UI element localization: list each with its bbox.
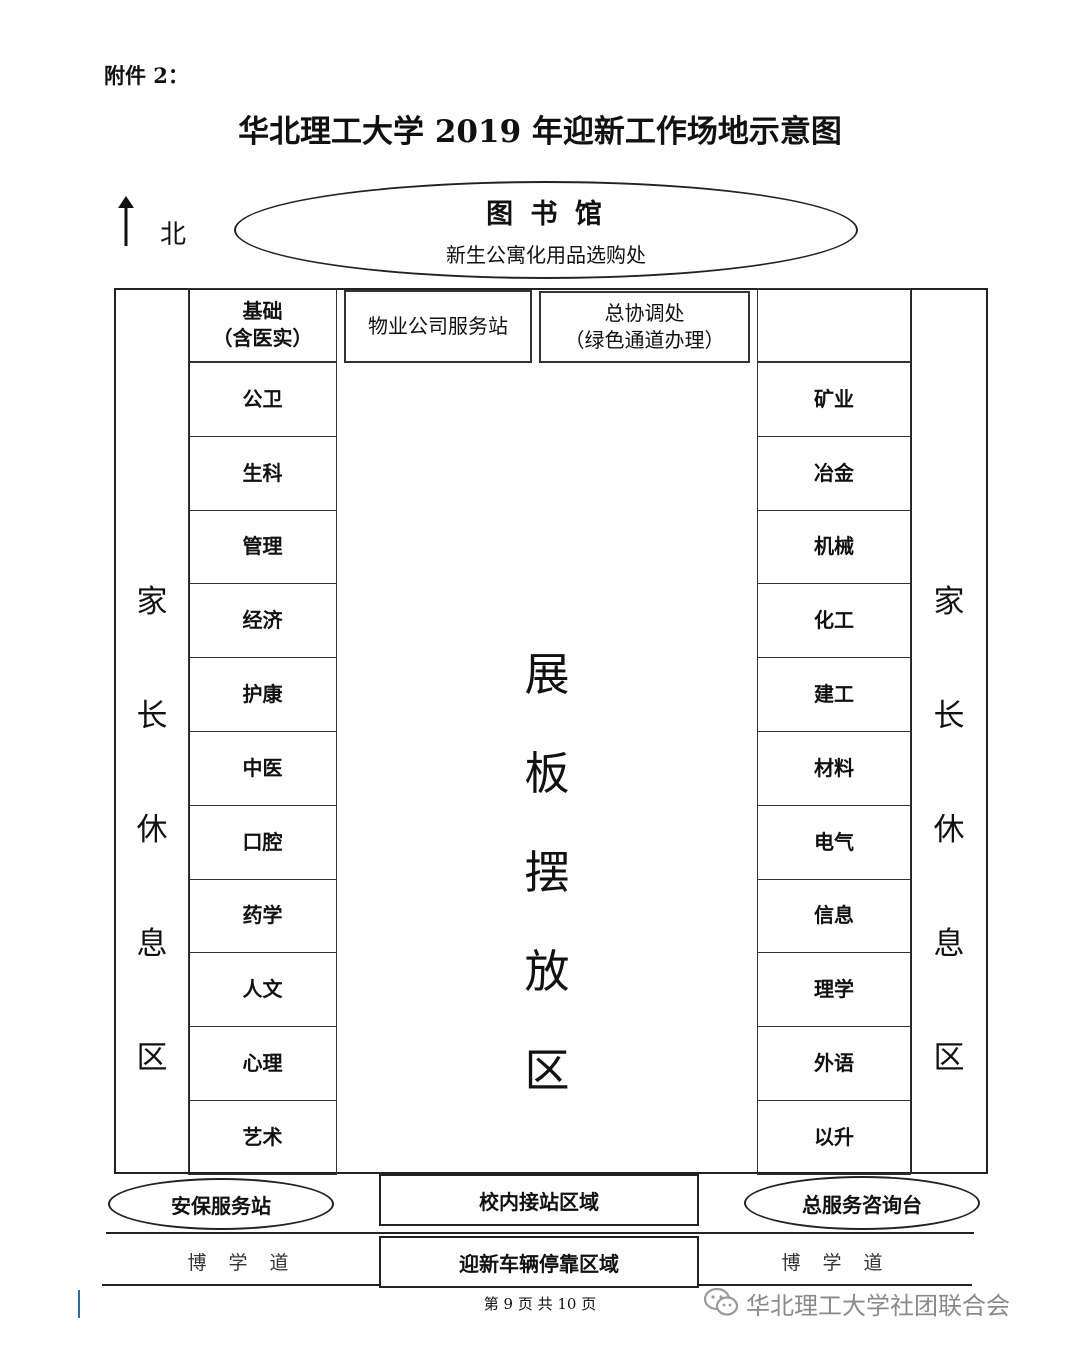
parent-rest-area-right xyxy=(910,288,988,1174)
parent-rest-right-char: 家 xyxy=(933,584,965,620)
library-name: 图 书 馆 xyxy=(486,199,606,230)
dept-booth-right-1: 矿业 xyxy=(757,362,911,437)
page-title: 华北理工大学 2019 年迎新工作场地示意图 xyxy=(238,114,842,150)
road-line-top xyxy=(106,1232,974,1234)
dept-booth-left-8: 药学 xyxy=(188,878,337,954)
dept-booth-basic-line2: （含医实） xyxy=(212,326,313,350)
library-area: 图 书 馆 新生公寓化用品选购处 xyxy=(234,181,858,279)
coordination-line1: 总协调处 xyxy=(604,301,685,325)
parent-rest-left-char: 家 xyxy=(136,584,168,620)
dept-booth-left-7: 口腔 xyxy=(188,804,337,880)
dept-booth-left-5: 护康 xyxy=(188,657,337,732)
display-area-char: 放 xyxy=(524,945,570,998)
dept-booth-right-8: 信息 xyxy=(757,878,911,954)
vehicle-parking-area: 迎新车辆停靠区域 xyxy=(379,1236,699,1288)
parent-rest-left-char: 区 xyxy=(136,1040,168,1076)
dept-booth-right-3: 机械 xyxy=(757,509,911,585)
dept-booth-right-7: 电气 xyxy=(757,804,911,880)
dept-booth-left-1: 公卫 xyxy=(188,362,337,437)
watermark-text: 华北理工大学社团联合会 xyxy=(746,1292,1010,1320)
dept-booth-left-3: 管理 xyxy=(188,509,337,585)
parent-rest-right-char: 区 xyxy=(933,1040,965,1076)
dept-booth-basic: 基础 （含医实） xyxy=(188,288,337,362)
dept-booth-right-5: 建工 xyxy=(757,657,911,732)
dept-booth-left-2: 生科 xyxy=(188,435,337,511)
dept-booth-right-blank xyxy=(757,288,911,362)
dept-booth-left-10: 心理 xyxy=(188,1026,337,1101)
north-arrow-icon xyxy=(114,196,138,248)
parent-rest-label-right: 家长休息区 xyxy=(910,576,988,1077)
dept-booth-right-6: 材料 xyxy=(757,731,911,806)
property-service-station: 物业公司服务站 xyxy=(344,290,532,363)
dept-booth-right-9: 理学 xyxy=(757,952,911,1028)
parent-rest-left-char: 长 xyxy=(136,698,168,734)
dept-booth-left-9: 人文 xyxy=(188,952,337,1028)
text-cursor xyxy=(78,1290,80,1318)
dept-booth-right-4: 化工 xyxy=(757,583,911,659)
parent-rest-left-char: 休 xyxy=(136,812,168,848)
dept-booth-right-11: 以升 xyxy=(757,1100,911,1175)
dept-booth-left-11: 艺术 xyxy=(188,1100,337,1175)
road-right-label: 博 学 道 xyxy=(781,1252,891,1274)
dept-booth-left-6: 中医 xyxy=(188,731,337,806)
display-area-char: 板 xyxy=(524,747,570,800)
security-service-station: 安保服务站 xyxy=(108,1178,334,1230)
parent-rest-right-char: 长 xyxy=(933,698,965,734)
coordination-line2: （绿色通道办理） xyxy=(564,328,725,352)
parent-rest-label-left: 家长休息区 xyxy=(114,576,190,1077)
dept-booth-left-4: 经济 xyxy=(188,583,337,659)
display-area-char: 摆 xyxy=(524,846,570,899)
dept-booth-basic-line1: 基础 xyxy=(242,299,283,323)
parent-rest-right-char: 息 xyxy=(933,926,965,962)
attachment-label: 附件 2： xyxy=(104,63,189,88)
display-area-char: 区 xyxy=(524,1044,570,1097)
road-left-label: 博 学 道 xyxy=(187,1252,297,1274)
library-subtitle: 新生公寓化用品选购处 xyxy=(446,243,646,267)
campus-pickup-area: 校内接站区域 xyxy=(379,1174,699,1226)
north-label: 北 xyxy=(160,220,187,250)
page-number: 第 9 页 共 10 页 xyxy=(483,1295,597,1313)
parent-rest-left-char: 息 xyxy=(136,926,168,962)
dept-booth-right-10: 外语 xyxy=(757,1026,911,1101)
dept-booth-right-2: 冶金 xyxy=(757,435,911,511)
display-board-area-label: 展板摆放区 xyxy=(500,638,594,1099)
general-coordination-office: 总协调处 （绿色通道办理） xyxy=(539,291,750,363)
display-area-char: 展 xyxy=(524,648,570,701)
parent-rest-right-char: 休 xyxy=(933,812,965,848)
wechat-logo-icon xyxy=(703,1286,739,1318)
general-service-desk: 总服务咨询台 xyxy=(744,1176,980,1230)
